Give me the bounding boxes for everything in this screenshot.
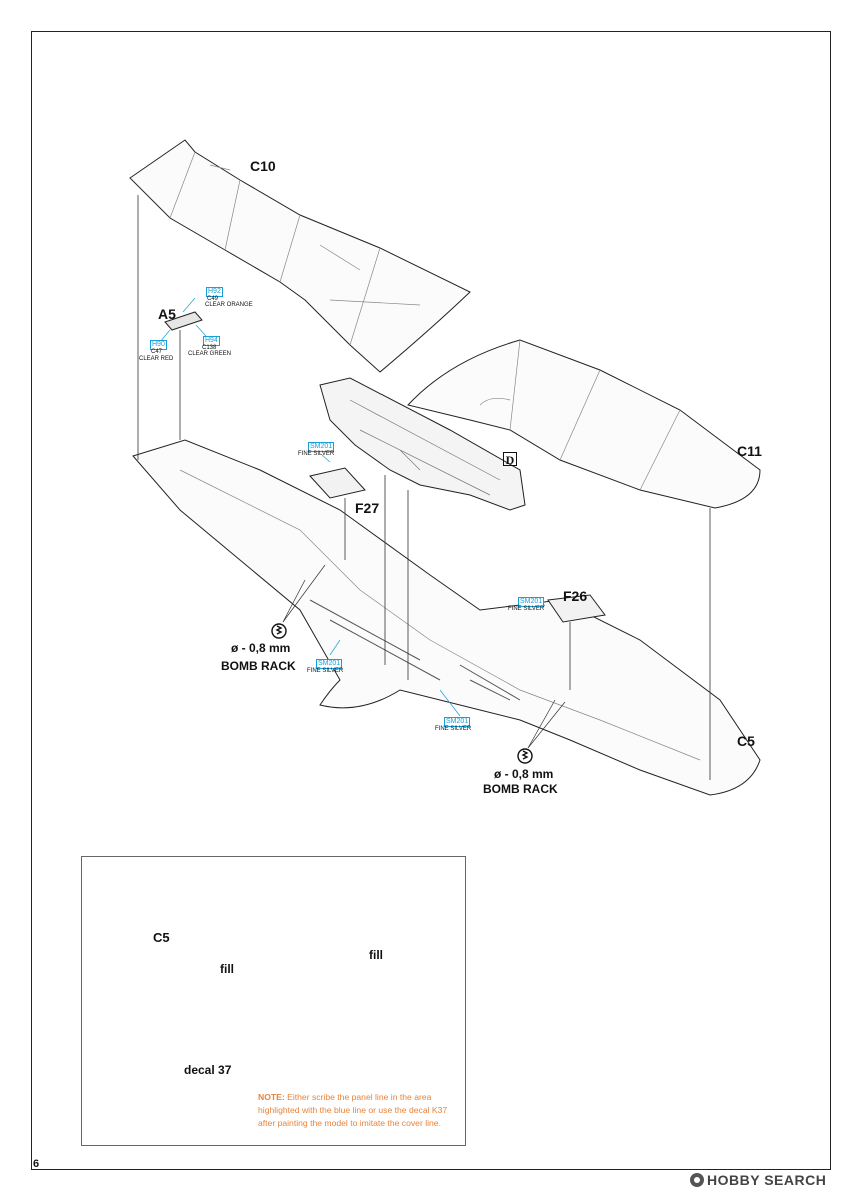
part-label-f27: F27 — [355, 500, 380, 516]
drill-icon — [271, 623, 533, 764]
paint-ref-c49: C49 — [207, 296, 219, 302]
paint-name-fine-silver-f27: FINE SILVER — [298, 451, 335, 457]
paint-code-sm201-wing-left: SM201 — [316, 659, 343, 669]
paint-code-sm201-f26: SM201 — [518, 597, 545, 607]
part-label-c5: C5 — [737, 733, 755, 749]
paint-name-fine-silver-wing-center: FINE SILVER — [435, 726, 472, 732]
paint-code-sm201-f27: SM201 — [308, 442, 335, 452]
paint-code-sm201-wing-center: SM201 — [444, 717, 471, 727]
part-label-c10: C10 — [250, 158, 276, 174]
paint-name-clear-red: CLEAR RED — [139, 356, 174, 362]
part-label-d: D — [503, 452, 517, 467]
paint-name-clear-orange: CLEAR ORANGE — [205, 302, 253, 308]
part-label-c11: C11 — [737, 443, 762, 459]
part-label-f26: F26 — [563, 588, 588, 604]
plate-f27 — [309, 467, 366, 499]
paint-name-fine-silver-f26: FINE SILVER — [508, 606, 545, 612]
light-part-a5 — [164, 311, 203, 331]
page-frame — [31, 31, 831, 1170]
note-lead: NOTE: — [258, 1092, 285, 1102]
paint-code-h92: H92 — [206, 287, 223, 297]
paint-code-h94: H94 — [203, 336, 220, 346]
hobby-search-logo-icon — [690, 1173, 704, 1187]
page-number: 6 — [33, 1158, 40, 1170]
drill-label-right: BOMB RACK — [483, 782, 558, 796]
note-text: Either scribe the panel line in the area… — [258, 1092, 448, 1128]
drill-label-left: BOMB RACK — [221, 659, 296, 673]
watermark-text: HOBBY SEARCH — [707, 1172, 827, 1188]
paint-code-h90: H90 — [150, 340, 167, 350]
inset-fill-label-left: fill — [220, 962, 234, 976]
inset-fill-label-right: fill — [369, 948, 383, 962]
inset-note: NOTE: Either scribe the panel line in th… — [258, 1091, 458, 1130]
paint-ref-c47: C47 — [151, 349, 163, 355]
lower-wing-c5 — [132, 439, 761, 796]
upper-left-wing-c10 — [129, 139, 471, 373]
drill-size-left: ø - 0,8 mm — [231, 641, 291, 655]
detail-inset — [81, 856, 466, 1146]
upper-right-wing-c11 — [407, 339, 761, 509]
paint-name-fine-silver-wing-left: FINE SILVER — [307, 668, 344, 674]
inset-part-label-c5: C5 — [153, 930, 170, 945]
plate-f26 — [547, 594, 606, 623]
inset-decal-label: decal 37 — [184, 1063, 232, 1077]
paint-ref-c138: C138 — [202, 345, 217, 351]
watermark: HOBBY SEARCH — [690, 1172, 826, 1188]
drill-size-right: ø - 0,8 mm — [494, 767, 554, 781]
paint-name-clear-green: CLEAR GREEN — [188, 351, 232, 357]
part-label-a5: A5 — [158, 306, 176, 322]
